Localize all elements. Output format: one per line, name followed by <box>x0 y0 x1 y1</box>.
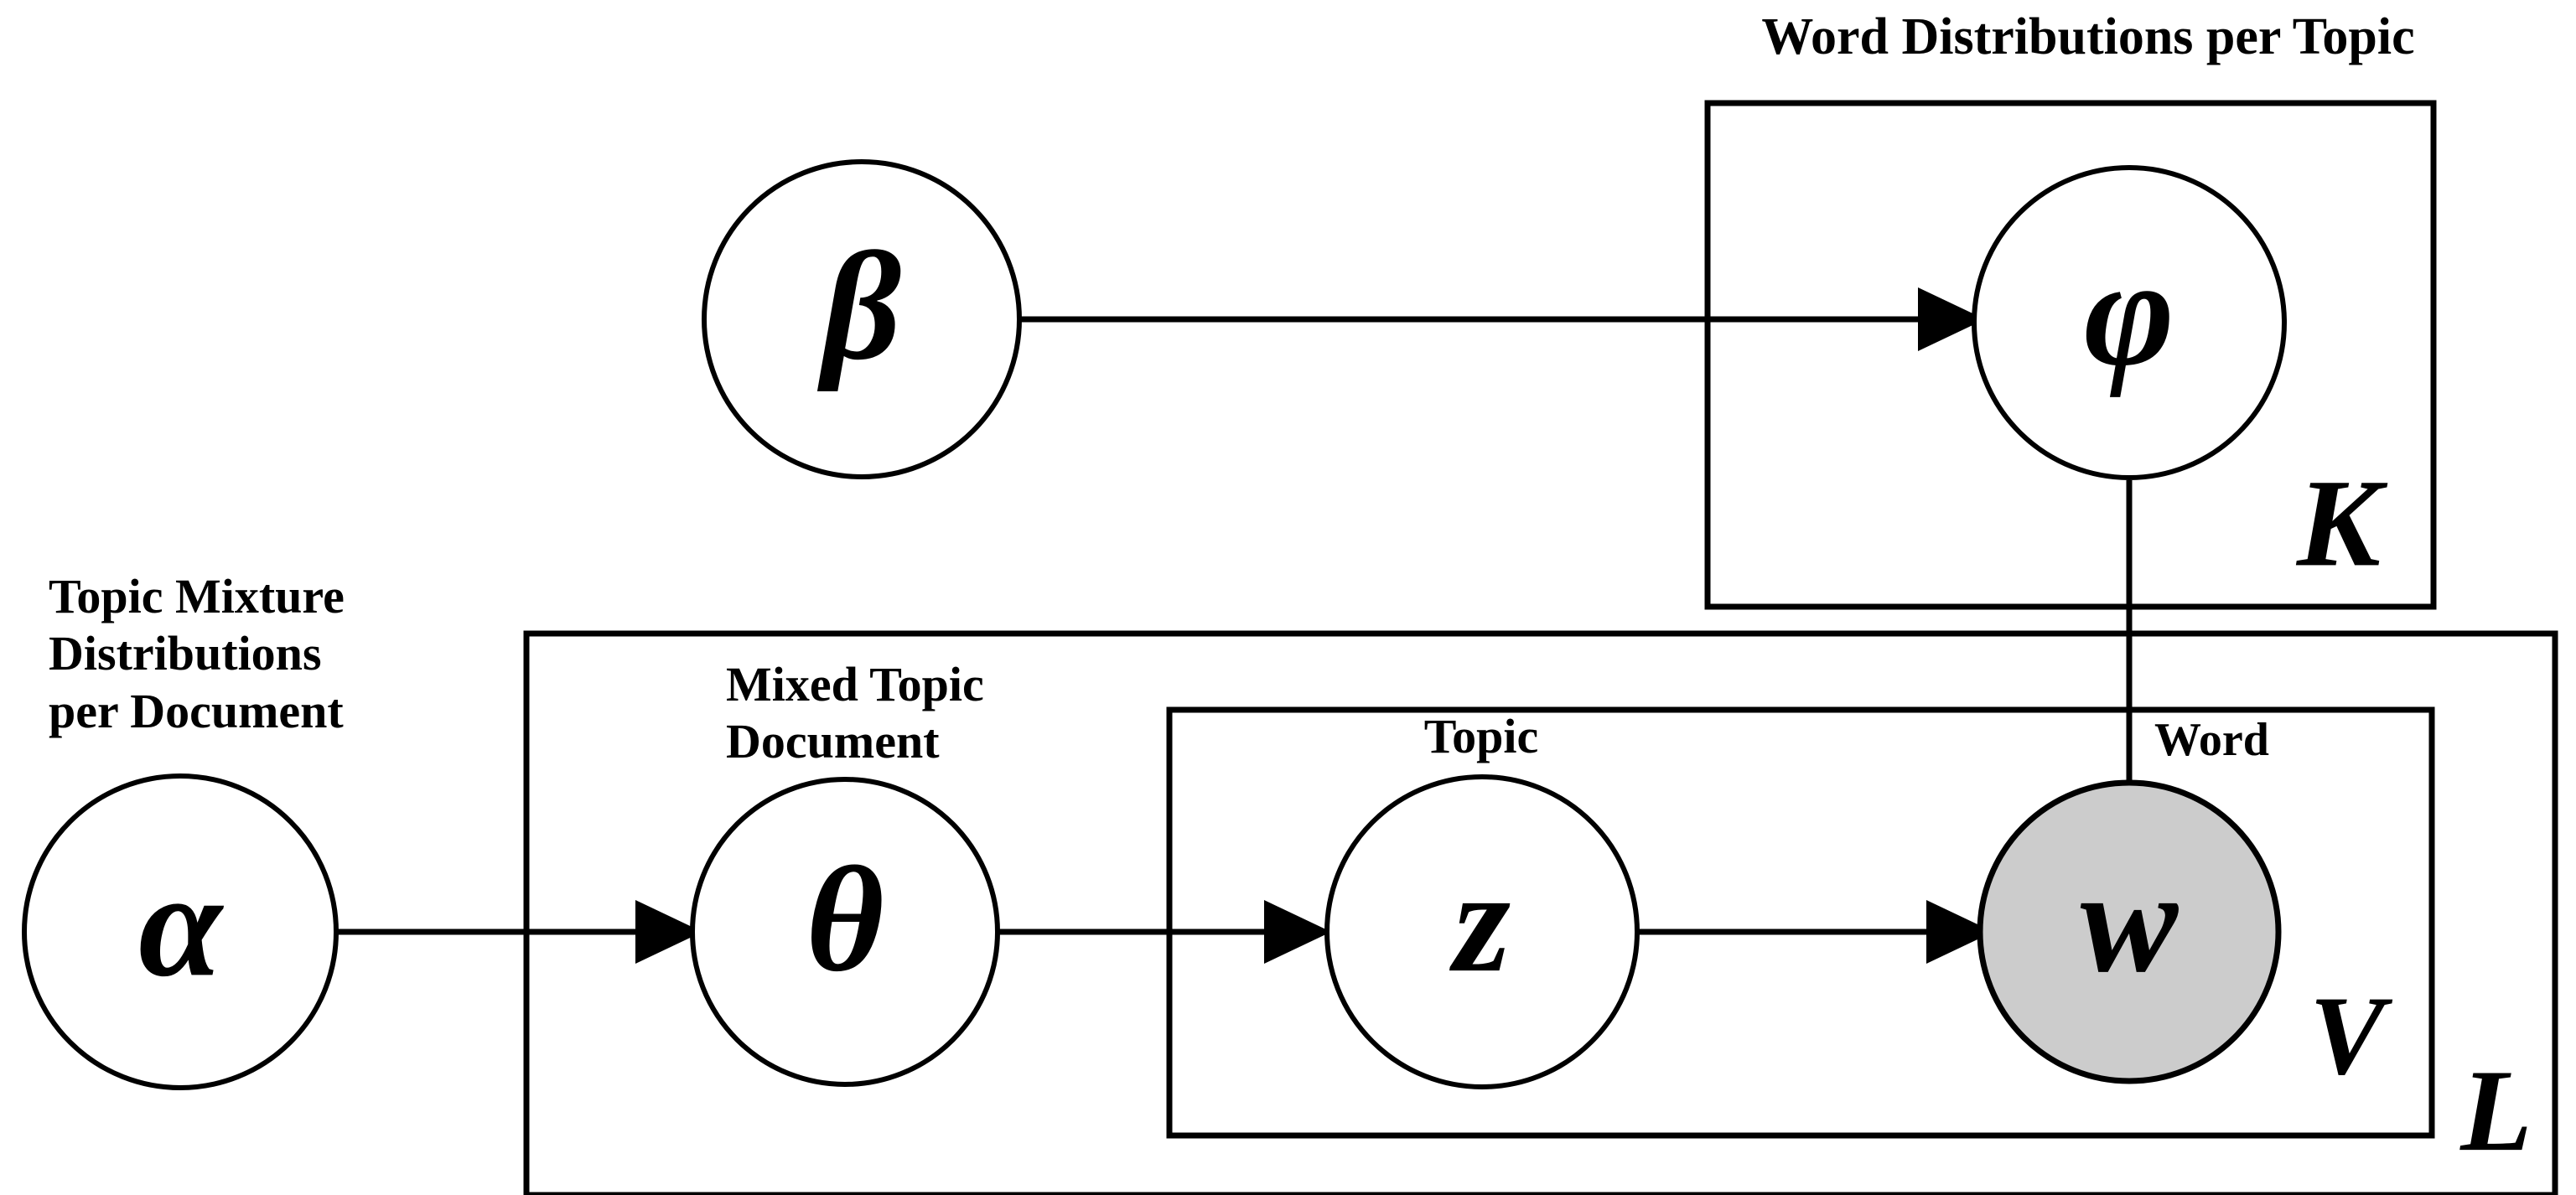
plate-V <box>1166 706 2435 1139</box>
arrowhead-theta-to-z <box>1264 900 1331 964</box>
plate-label-K: K <box>2295 453 2388 592</box>
caption-mixed-topic: Mixed Topic Document <box>726 657 984 769</box>
arrowhead-z-to-w <box>1926 900 1993 964</box>
node-theta-glyph: θ <box>806 835 884 1002</box>
plate-K <box>1704 100 2437 610</box>
caption-topic: Topic <box>1423 709 1539 763</box>
caption-word: Word <box>2154 714 2269 766</box>
node-w[interactable] <box>1977 779 2282 1084</box>
node-beta[interactable] <box>702 159 1022 479</box>
arrowhead-beta-to-phi <box>1918 287 1985 351</box>
node-z[interactable] <box>1324 774 1640 1089</box>
caption-word-distributions: Word Distributions per Topic <box>1761 8 2415 65</box>
plate-L <box>523 630 2558 1195</box>
node-z-glyph: z <box>1449 840 1511 1002</box>
caption-topic-mixture: Topic Mixture Distributions per Document <box>49 569 345 738</box>
arrowhead-alpha-to-theta <box>635 900 702 964</box>
node-w-glyph: w <box>2081 840 2179 1002</box>
node-phi-glyph: φ <box>2084 226 2174 398</box>
node-alpha-glyph: α <box>138 841 224 1007</box>
node-alpha[interactable] <box>22 773 339 1090</box>
plate-label-L: L <box>2459 1046 2532 1176</box>
node-beta-glyph: β <box>817 220 902 392</box>
plate-label-V: V <box>2309 974 2393 1099</box>
node-phi[interactable] <box>1972 165 2287 480</box>
node-theta[interactable] <box>690 777 1000 1087</box>
